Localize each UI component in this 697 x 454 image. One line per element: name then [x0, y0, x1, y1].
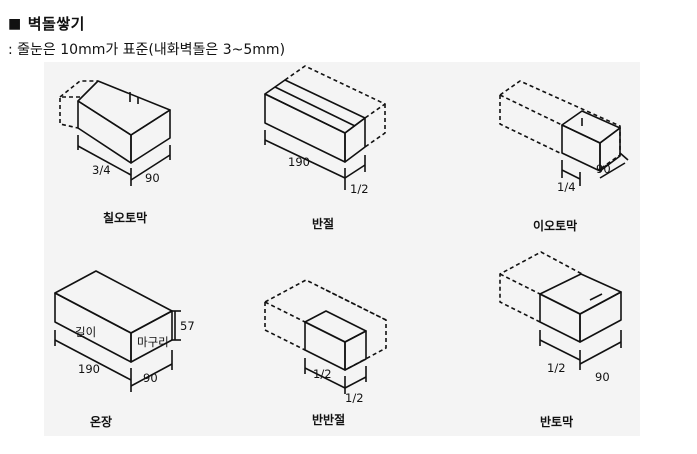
dim-label: 90 — [596, 162, 611, 176]
dim-label: 90 — [145, 171, 160, 185]
dim-label: 마구리 — [137, 335, 169, 349]
dim-label: 길이 — [75, 325, 96, 339]
dim-label: 90 — [143, 371, 158, 385]
brick-ban-jeol — [264, 65, 386, 190]
brick-chil-o-tomak — [59, 80, 171, 186]
section-heading: ■ 벽돌쌓기 — [8, 13, 85, 34]
dim-label: 90 — [595, 370, 610, 384]
caption-chil-o-tomak: 칠오토막 — [103, 210, 147, 225]
dim-label: 57 — [180, 319, 195, 333]
caption-ban-tomak: 반토막 — [540, 414, 573, 429]
brick-ban-tomak — [499, 251, 622, 370]
dim-label: 1/4 — [557, 180, 576, 194]
brick-onjang — [54, 270, 181, 392]
subtitle-note: : 줄눈은 10mm가 표준(내화벽돌은 3~5mm) — [8, 42, 286, 58]
square-bullet-icon: ■ — [8, 15, 22, 32]
figure-panel — [44, 62, 640, 436]
dim-label: 3/4 — [92, 163, 111, 177]
dim-label: 1/2 — [313, 367, 332, 381]
dim-label: 190 — [288, 155, 310, 169]
caption-ban-jeol: 반절 — [312, 216, 334, 231]
heading-title: 벽돌쌓기 — [27, 15, 85, 33]
dim-label: 1/2 — [547, 361, 566, 375]
caption-ban-ban-jeol: 반반절 — [312, 412, 345, 427]
brick-i-o-tomak — [499, 80, 629, 186]
dim-label: 1/2 — [350, 182, 369, 196]
caption-onjang: 온장 — [90, 414, 112, 429]
dim-label: 190 — [78, 362, 100, 376]
brick-ban-ban-jeol — [264, 279, 387, 394]
dim-label: 1/2 — [345, 391, 364, 405]
caption-i-o-tomak: 이오토막 — [533, 218, 577, 233]
